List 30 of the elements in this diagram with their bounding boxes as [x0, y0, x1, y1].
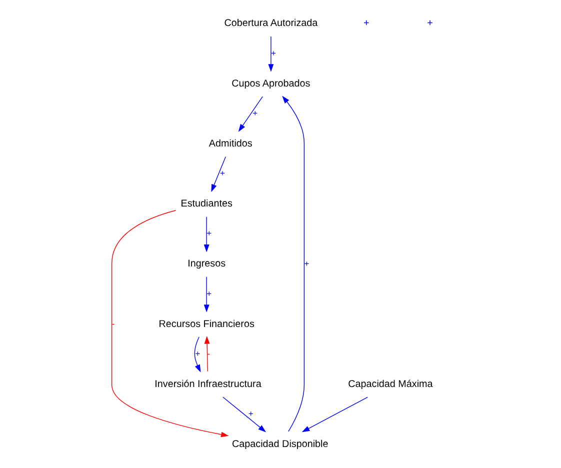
node-text: Inversión Infraestructura — [154, 378, 262, 390]
node-text: Recursos Financieros — [158, 318, 254, 330]
edge-label: - — [207, 348, 210, 358]
arrow — [194, 336, 201, 372]
edge-label: + — [252, 108, 258, 118]
node-text: Capacidad Disponible — [232, 439, 328, 450]
edge-label: + — [195, 348, 200, 358]
node-text: Ingresos — [188, 258, 226, 270]
label: + — [364, 18, 370, 30]
edge-label: + — [206, 288, 212, 298]
arrow — [204, 276, 210, 312]
arrow — [211, 156, 226, 192]
node-text: Cupos Aprobados — [232, 78, 310, 90]
arrow — [302, 396, 368, 432]
edge-label: + — [304, 258, 310, 268]
node-text: Estudiantes — [180, 198, 232, 210]
edge-label: + — [248, 408, 254, 419]
arrow — [238, 96, 263, 132]
node-text: Admitidos — [208, 138, 252, 150]
edge-label: - — [112, 318, 115, 328]
arrow — [204, 216, 210, 252]
arrow — [222, 396, 266, 432]
arrow — [204, 336, 210, 372]
label: + — [427, 18, 433, 30]
edge-label: + — [220, 168, 225, 178]
node-text: Cobertura Autorizada — [224, 18, 318, 30]
arrow — [111, 210, 229, 438]
edge-label: + — [206, 228, 212, 238]
node-text: Capacidad Máxima — [348, 378, 433, 390]
arrow — [282, 96, 305, 432]
